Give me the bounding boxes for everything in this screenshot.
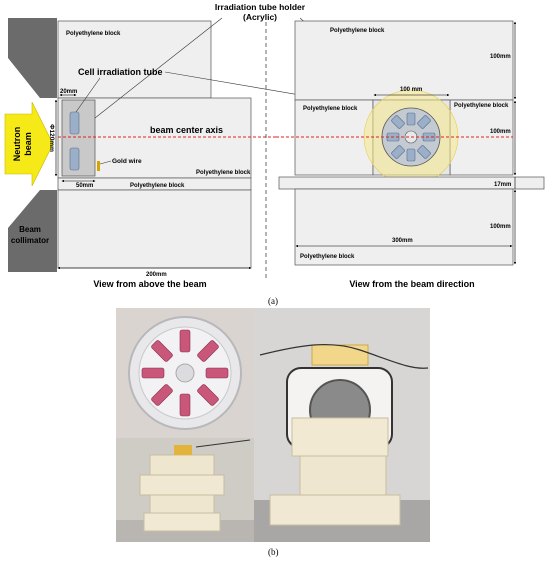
dim-50-label: 50mm [76, 183, 93, 189]
dim-100-mid-label: 100mm [490, 129, 511, 135]
caption-a: (a) [268, 296, 278, 306]
photo-setup-collimator [254, 308, 430, 542]
right-block-left-label: Polyethylene block [303, 106, 358, 112]
collimator-label-2: collimator [11, 236, 49, 245]
dim-300-label: 300mm [392, 238, 413, 244]
beam-collimator-top [8, 18, 57, 98]
cell-tube-lower [69, 147, 80, 171]
left-block-middle-label: Polyethylene block [196, 170, 251, 176]
left-block-thin-label: Polyethylene block [130, 183, 185, 189]
dim-200-label: 200mm [146, 272, 167, 278]
dim-100-holder-label: 100 mm [400, 87, 422, 93]
neutron-beam-arrow [4, 101, 54, 187]
dim-100-bottom-label: 100mm [490, 224, 511, 230]
gold-wire [97, 161, 100, 171]
collimator-label-1: Beam [19, 225, 41, 234]
beam-axis-label: beam center axis [150, 125, 223, 135]
neutron-label-1: Neutron [12, 127, 22, 162]
dim-20-label: 20mm [60, 89, 77, 95]
left-view-title: View from above the beam [93, 279, 206, 289]
right-view-title: View from the beam direction [349, 279, 474, 289]
neutron-label-2: beam [23, 132, 33, 156]
gold-leader [99, 160, 112, 165]
left-block-top-label: Polyethylene block [66, 31, 121, 37]
right-block-top-label: Polyethylene block [330, 28, 385, 34]
dim-120-label: Φ120mm [48, 124, 55, 152]
tube-leader [75, 77, 101, 113]
caption-b: (b) [268, 547, 279, 557]
holder-label-1: Irradiation tube holder [215, 2, 306, 12]
tube-label: Cell irradiation tube [78, 67, 163, 77]
photo-tube-holder [116, 308, 254, 438]
dim-100-top-label: 100mm [490, 54, 511, 60]
photo-blocks-front [116, 438, 254, 542]
dim-17-label: 17mm [494, 182, 511, 188]
gold-wire-label: Gold wire [112, 158, 142, 165]
right-block-right-label: Polyethylene block [454, 103, 509, 109]
cell-tube-upper [69, 111, 80, 135]
holder-label-2: (Acrylic) [243, 12, 277, 22]
right-block-bottom [294, 188, 514, 266]
cell-tubes-ring [386, 112, 436, 162]
left-block-top [57, 20, 212, 99]
beam-collimator-bottom [8, 190, 57, 272]
right-block-top [294, 20, 514, 101]
holder-leader [94, 17, 223, 119]
right-block-bottom-label: Polyethylene block [300, 254, 355, 260]
left-block-bottom [57, 189, 252, 269]
